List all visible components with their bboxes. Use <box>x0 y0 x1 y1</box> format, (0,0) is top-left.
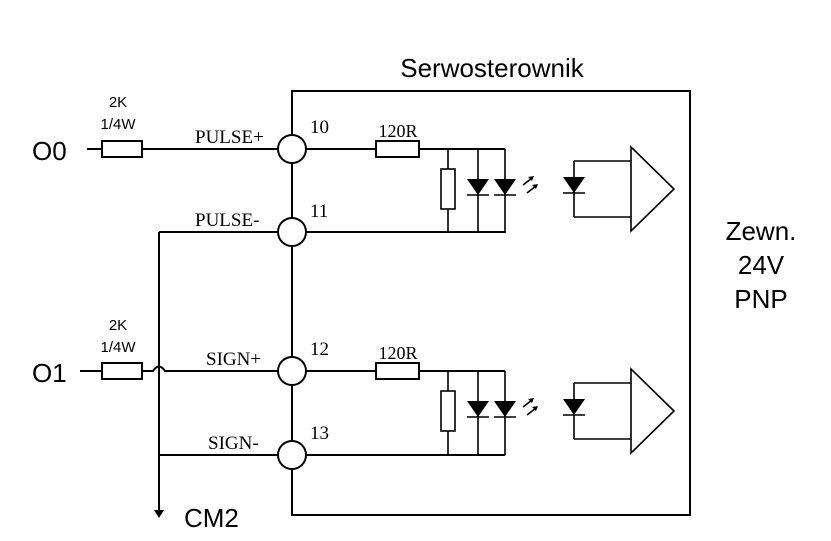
common-label: CM2 <box>184 503 239 533</box>
terminal-11-icon <box>277 217 307 247</box>
terminal-pulse-plus-label: PULSE+ <box>195 127 264 148</box>
internal-resistor-1 <box>375 140 420 158</box>
pin-13: 13 <box>310 423 329 444</box>
internal-resistor-1-label: 120R <box>378 121 417 141</box>
resistor-o1-value: 2K <box>109 317 127 334</box>
supply-line3: PNP <box>734 284 787 314</box>
supply-line1: Zewn. <box>726 216 797 246</box>
terminal-12-icon <box>277 356 307 386</box>
terminal-sign-plus-label: SIGN+ <box>206 349 261 370</box>
pin-11: 11 <box>310 201 328 222</box>
cm2-arrow-icon <box>154 510 164 518</box>
resistor-o0 <box>101 140 143 158</box>
internal-resistor-2-label: 120R <box>378 343 417 363</box>
pin-10: 10 <box>310 117 329 138</box>
terminal-10-icon <box>277 134 307 164</box>
terminal-sign-minus-label: SIGN- <box>208 433 259 454</box>
resistor-o0-power: 1/4W <box>100 116 136 133</box>
internal-resistor-2 <box>375 362 420 380</box>
resistor-o1-power: 1/4W <box>100 339 136 356</box>
terminal-pulse-minus-label: PULSE- <box>195 210 259 231</box>
optocoupler-1 <box>440 146 675 234</box>
pin-12: 12 <box>310 339 329 360</box>
output-o1-label: O1 <box>32 358 67 388</box>
terminal-13-icon <box>277 440 307 470</box>
drive-title: Serwosterownik <box>400 53 585 83</box>
supply-line2: 24V <box>738 250 785 280</box>
optocoupler-2 <box>440 368 675 456</box>
output-o0-label: O0 <box>32 136 67 166</box>
resistor-o1 <box>101 362 143 380</box>
resistor-o0-value: 2K <box>109 94 127 111</box>
